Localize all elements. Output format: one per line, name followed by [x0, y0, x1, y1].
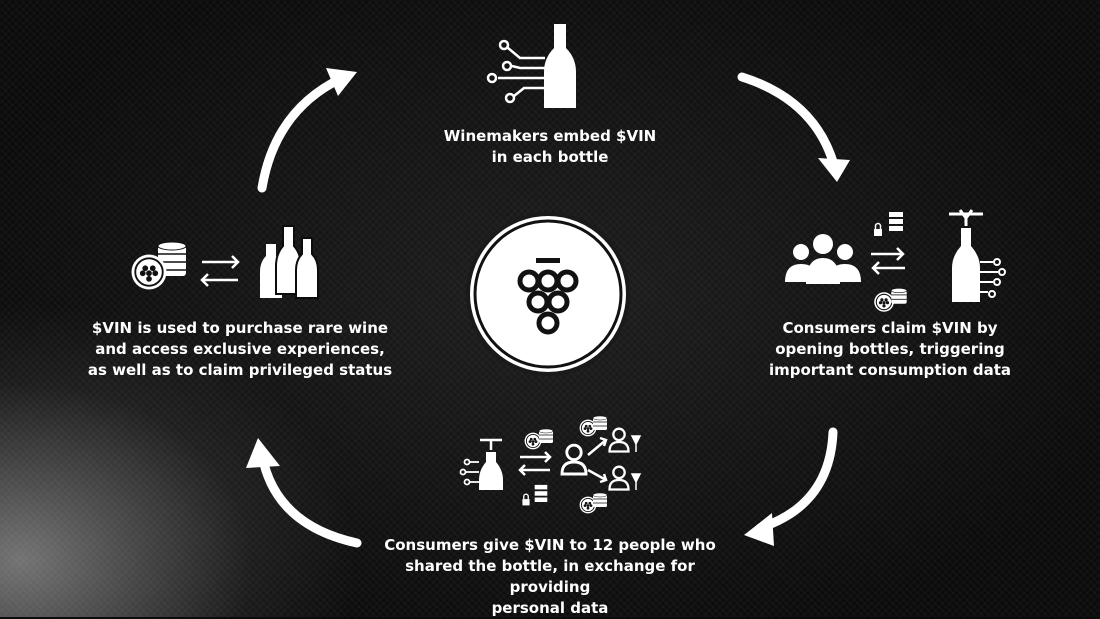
step-use-caption: $VIN is used to purchase rare wine and a… [87, 319, 393, 379]
step-share-caption: Consumers give $VIN to 12 people who sha… [384, 536, 716, 617]
arrow-top-left-icon [257, 68, 357, 193]
coin-exchange-bottles-icon [130, 225, 319, 299]
arrow-top-right-icon [737, 72, 850, 182]
share-with-people-icon [459, 415, 642, 514]
people-exchange-bottle-icon [785, 209, 1006, 313]
bottle-circuit-icon [486, 24, 576, 108]
step-claim-caption: Consumers claim $VIN by opening bottles,… [768, 319, 1012, 379]
step-winemakers-caption: Winemakers embed $VIN in each bottle [443, 127, 657, 166]
arrow-bottom-left-icon [246, 438, 362, 548]
arrow-bottom-right-icon [744, 427, 838, 546]
grape-logo-icon [466, 212, 630, 376]
